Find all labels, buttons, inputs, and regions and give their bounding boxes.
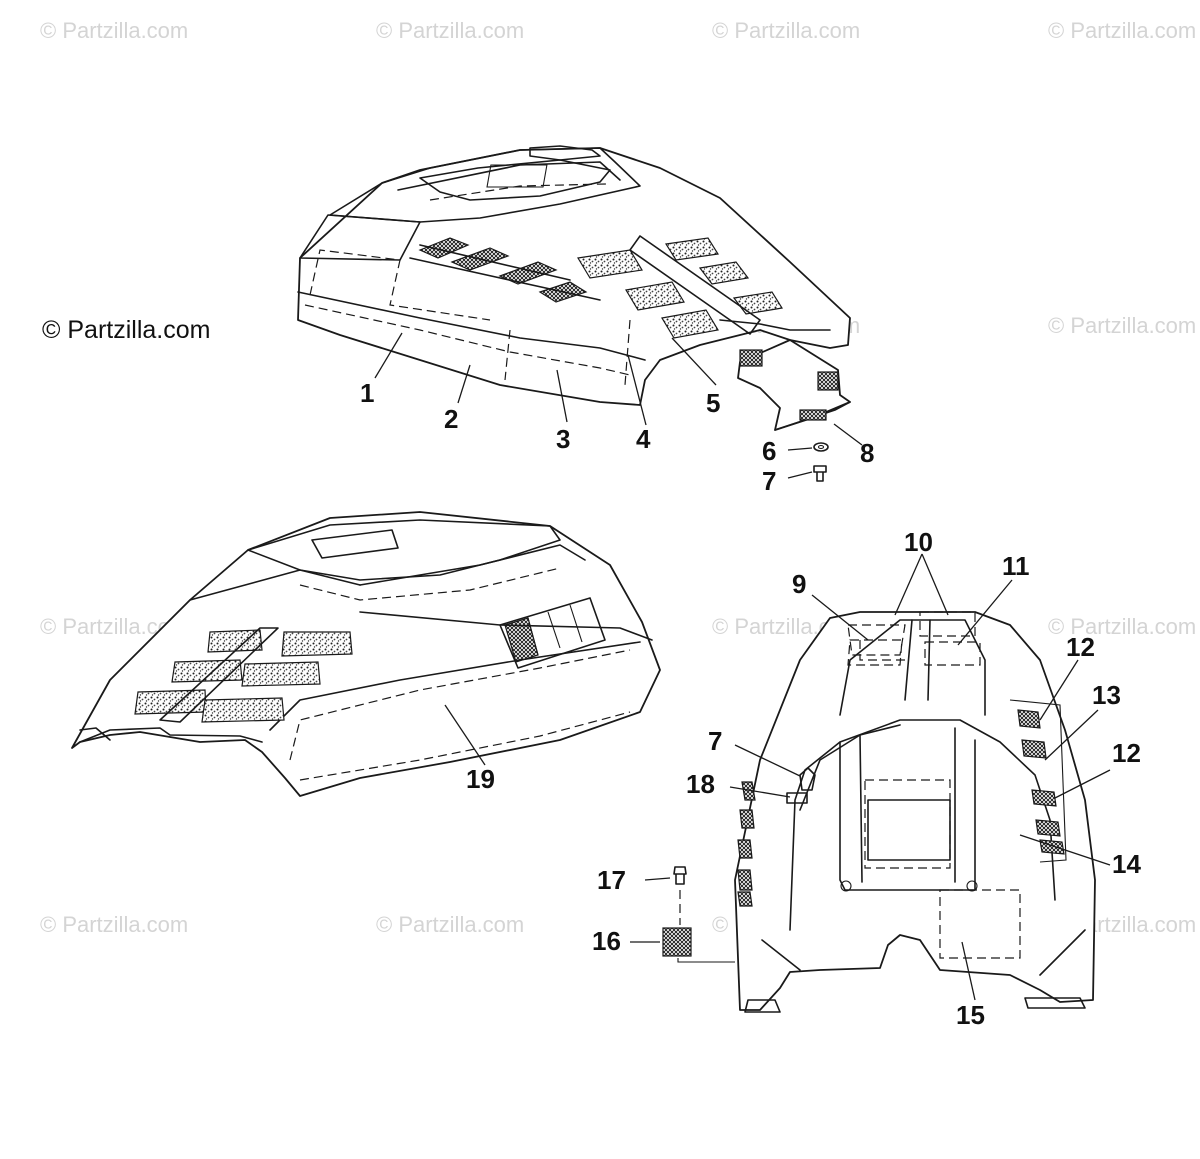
- callout-label-c2: 2: [444, 404, 458, 434]
- callout-label-c7a: 7: [762, 466, 776, 496]
- callout-label-c15: 15: [956, 1000, 985, 1030]
- watermark: © Partzilla.com: [40, 912, 188, 937]
- hood-front-view: [71, 511, 661, 797]
- underside-leaders: [630, 553, 1111, 1001]
- callout-label-c10: 10: [904, 527, 933, 557]
- side-vents-front: [499, 597, 606, 669]
- callout-label-c6: 6: [762, 436, 776, 466]
- watermark: © Partzilla.com: [376, 912, 524, 937]
- foam-pads-front: [134, 629, 353, 723]
- callout-label-c9: 9: [792, 569, 806, 599]
- callout-label-c18: 18: [686, 769, 715, 799]
- watermark: © Partzilla.com: [1048, 18, 1196, 43]
- callout-label-c17: 17: [597, 865, 626, 895]
- brand-label: © Partzilla.com: [42, 316, 210, 344]
- callout-label-c8: 8: [860, 438, 874, 468]
- callout-label-c13: 13: [1092, 680, 1121, 710]
- callout-label-c11: 11: [1002, 551, 1030, 581]
- watermark: © Partzilla.com: [376, 18, 524, 43]
- callout-label-c12b: 12: [1112, 738, 1141, 768]
- watermark: © Partzilla.com: [1048, 313, 1196, 338]
- callout-label-c16: 16: [592, 926, 621, 956]
- callout-label-c12a: 12: [1066, 632, 1095, 662]
- callout-label-c3: 3: [556, 424, 570, 454]
- hood-top-view: [297, 145, 851, 482]
- callout-label-c5: 5: [706, 388, 720, 418]
- callout-label-c1: 1: [360, 378, 374, 408]
- watermark: © Partzilla.com: [712, 18, 860, 43]
- callout-label-c14: 14: [1112, 849, 1141, 879]
- top-leaders: [374, 332, 863, 479]
- leader-19: [444, 704, 486, 766]
- callout-label-c19: 19: [466, 764, 495, 794]
- watermark: © Partzilla.com: [1048, 614, 1196, 639]
- side-vents-left: [409, 237, 601, 303]
- foam-pads-top: [577, 237, 783, 339]
- hood-underside-view: [662, 611, 1096, 1013]
- callout-label-c7b: 7: [708, 726, 722, 756]
- callout-label-c4: 4: [636, 424, 651, 454]
- watermark: © Partzilla.com: [40, 18, 188, 43]
